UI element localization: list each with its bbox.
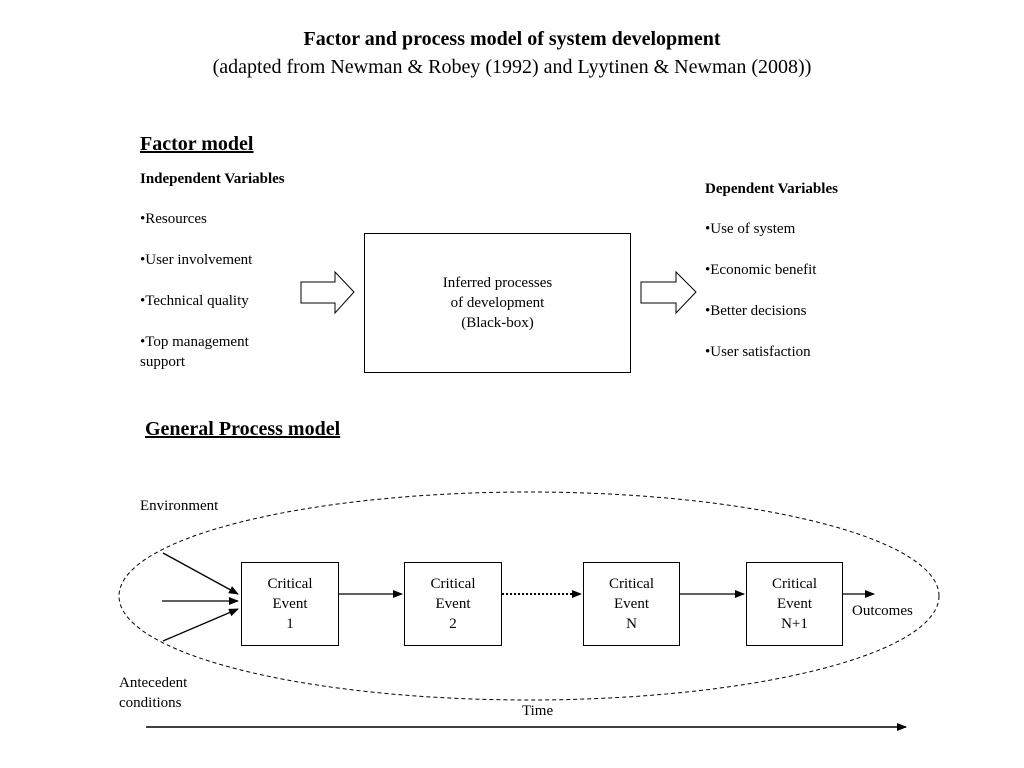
blackbox-process: Inferred processes of development (Black…: [364, 233, 631, 373]
event-line: Critical: [772, 576, 817, 592]
event-line: Event: [272, 596, 308, 612]
independent-item: •Resources: [140, 211, 207, 227]
independent-variables: Independent Variables •Resources •User i…: [140, 171, 340, 372]
critical-event-box: Critical Event N+1: [746, 562, 843, 646]
factor-model-heading: Factor model: [140, 133, 254, 155]
dependent-item: •Economic benefit: [705, 262, 817, 278]
event-line: Critical: [267, 576, 313, 592]
block-arrow-left: [300, 270, 355, 315]
critical-event-box: Critical Event 2: [404, 562, 502, 646]
independent-item: •Top management support: [140, 334, 249, 370]
block-arrow-right: [640, 270, 697, 315]
event-line: 2: [449, 616, 457, 632]
event-line: 1: [286, 616, 294, 632]
environment-label: Environment: [140, 498, 219, 514]
antecedent-arrow: [162, 552, 239, 595]
event-line: Event: [777, 596, 812, 612]
environment-ellipse: [118, 491, 940, 701]
dependent-variables-header: Dependent Variables: [705, 181, 838, 197]
event-line: Event: [614, 596, 649, 612]
diagram-title: Factor and process model of system devel…: [0, 25, 1024, 81]
dependent-item: •Better decisions: [705, 303, 807, 319]
outcomes-label: Outcomes: [852, 603, 913, 619]
blackbox-line: of development: [450, 295, 545, 311]
independent-item: •User involvement: [140, 252, 253, 268]
independent-item: •Technical quality: [140, 293, 249, 309]
title-main: Factor and process model of system devel…: [303, 28, 721, 50]
antecedent-conditions-label: Antecedent conditions: [119, 675, 188, 711]
event-line: N+1: [781, 616, 808, 632]
blackbox-line: Inferred processes: [442, 275, 553, 291]
blackbox-line: (Black-box): [461, 315, 534, 331]
event-line: Event: [435, 596, 471, 612]
event-line: Critical: [609, 576, 654, 592]
process-model-heading: General Process model: [145, 418, 341, 440]
dependent-item: •User satisfaction: [705, 344, 811, 360]
event-line: N: [626, 616, 637, 632]
time-label: Time: [522, 703, 554, 719]
critical-event-box: Critical Event 1: [241, 562, 339, 646]
dependent-variables: Dependent Variables •Use of system •Econ…: [705, 181, 905, 362]
title-subtitle: (adapted from Newman & Robey (1992) and …: [212, 56, 812, 78]
event-line: Critical: [430, 576, 476, 592]
independent-variables-header: Independent Variables: [140, 171, 285, 187]
critical-event-box: Critical Event N: [583, 562, 680, 646]
antecedent-arrow: [162, 608, 239, 642]
dependent-item: •Use of system: [705, 221, 796, 237]
